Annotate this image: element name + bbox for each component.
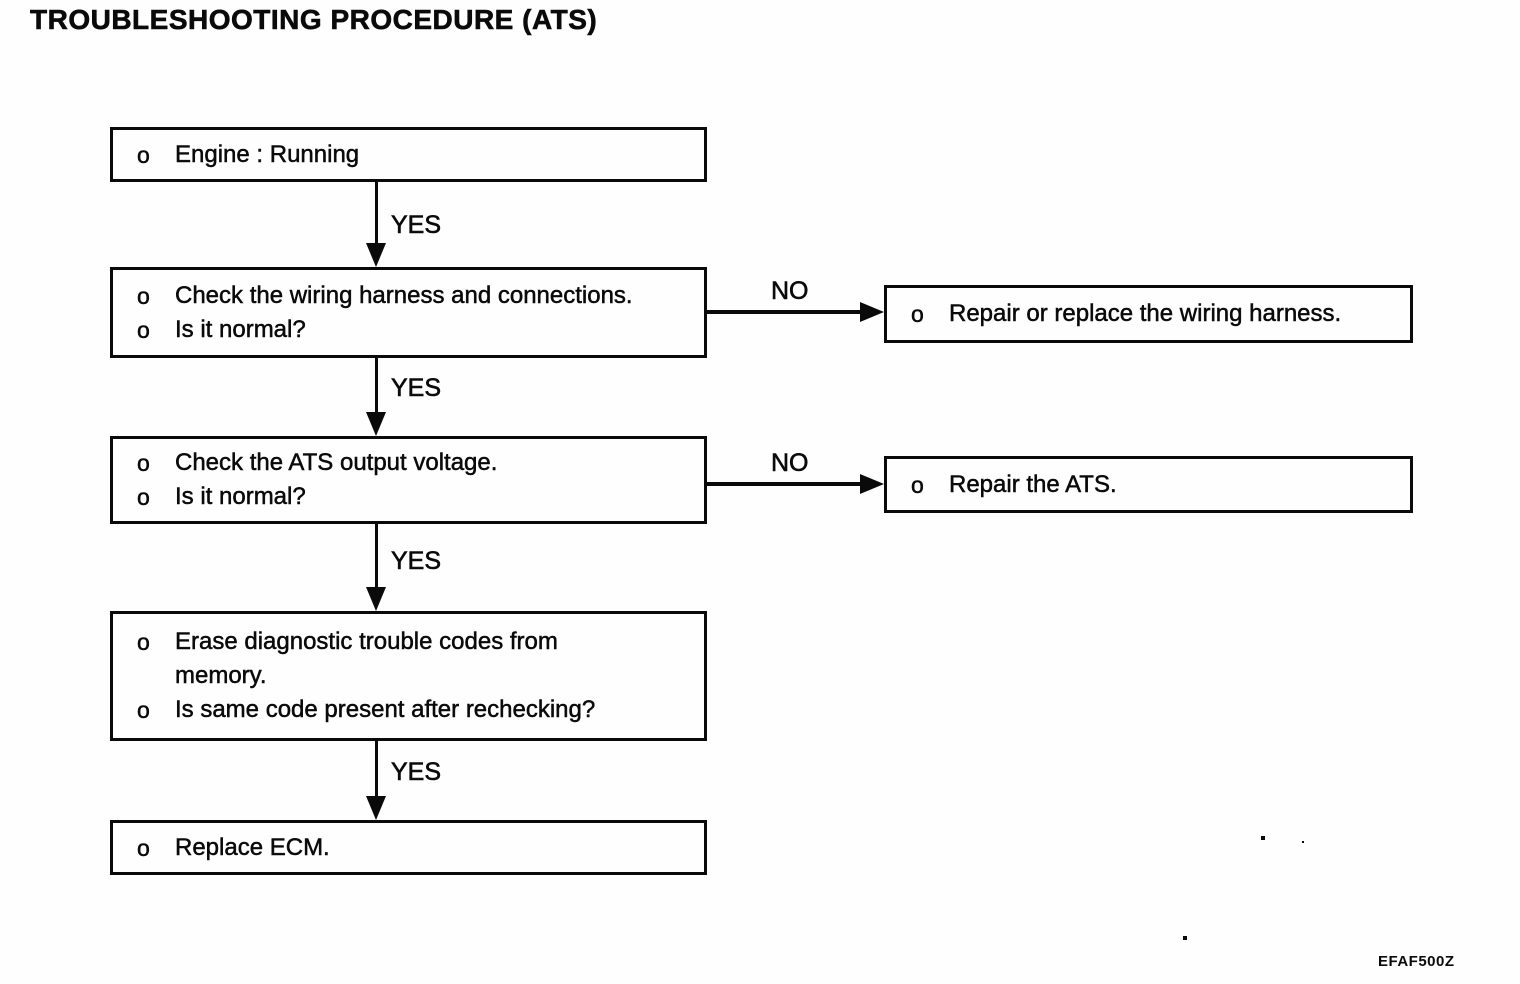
step-line: o Is it normal?: [137, 313, 696, 347]
step-text: Erase diagnostic trouble codes from memo…: [175, 628, 558, 690]
arrow-right-line: [707, 482, 864, 486]
yes-label: YES: [391, 758, 442, 787]
bullet: o: [911, 471, 924, 498]
yes-label: YES: [391, 211, 442, 240]
yes-label: YES: [391, 374, 442, 403]
step-text: Repair the ATS.: [949, 470, 1117, 498]
step-text: Is it normal?: [175, 483, 306, 511]
step-text: Check the wiring harness and connections…: [175, 281, 633, 309]
step-line: o Is same code present after rechecking?: [137, 693, 696, 727]
flow-box-engine-running: o Engine : Running: [110, 127, 707, 182]
step-line: o Replace ECM.: [137, 831, 696, 865]
bullet: o: [137, 697, 150, 724]
arrow-down-head-icon: [366, 587, 386, 611]
step-line: o Is it normal?: [137, 480, 696, 514]
no-label: NO: [771, 277, 809, 306]
arrow-down-line: [375, 741, 378, 798]
scan-speck: [1261, 836, 1265, 840]
bullet: o: [137, 450, 150, 477]
arrow-right-line: [707, 310, 864, 314]
step-text: Repair or replace the wiring harness.: [949, 300, 1342, 328]
flow-box-repair-ats: o Repair the ATS.: [884, 456, 1413, 513]
step-text: Replace ECM.: [175, 833, 330, 861]
arrow-down-line: [375, 182, 378, 245]
scan-speck: [1183, 936, 1187, 940]
step-line: o Check the wiring harness and connectio…: [137, 279, 696, 313]
bullet: o: [137, 141, 150, 168]
bullet: o: [137, 629, 150, 656]
arrow-right-head-icon: [860, 302, 884, 322]
step-line: o Check the ATS output voltage.: [137, 446, 696, 480]
step-text: Check the ATS output voltage.: [175, 449, 498, 477]
step-text: Is same code present after rechecking?: [175, 696, 596, 724]
flow-box-erase-codes: o Erase diagnostic trouble codes from me…: [110, 611, 707, 741]
bullet: o: [137, 316, 150, 343]
flow-box-repair-wiring: o Repair or replace the wiring harness.: [884, 285, 1413, 343]
page-title: TROUBLESHOOTING PROCEDURE (ATS): [30, 4, 598, 36]
figure-code: EFAF500Z: [1378, 953, 1455, 970]
arrow-down-head-icon: [366, 412, 386, 436]
step-line: o Engine : Running: [137, 138, 696, 172]
no-label: NO: [771, 449, 809, 478]
step-line: o Repair or replace the wiring harness.: [911, 297, 1402, 331]
arrow-down-head-icon: [366, 796, 386, 820]
scan-speck: [1302, 841, 1304, 843]
bullet: o: [911, 301, 924, 328]
flow-box-replace-ecm: o Replace ECM.: [110, 820, 707, 875]
yes-label: YES: [391, 547, 442, 576]
bullet: o: [137, 282, 150, 309]
bullet: o: [137, 484, 150, 511]
arrow-right-head-icon: [860, 474, 884, 494]
flow-box-check-wiring: o Check the wiring harness and connectio…: [110, 267, 707, 358]
flow-box-check-ats-voltage: o Check the ATS output voltage. o Is it …: [110, 436, 707, 524]
arrow-down-line: [375, 358, 378, 414]
bullet: o: [137, 834, 150, 861]
step-text: Is it normal?: [175, 315, 306, 343]
arrow-down-head-icon: [366, 243, 386, 267]
arrow-down-line: [375, 524, 378, 589]
step-line: o Repair the ATS.: [911, 468, 1402, 502]
step-line: o Erase diagnostic trouble codes from me…: [137, 625, 696, 693]
step-text: Engine : Running: [175, 140, 360, 168]
